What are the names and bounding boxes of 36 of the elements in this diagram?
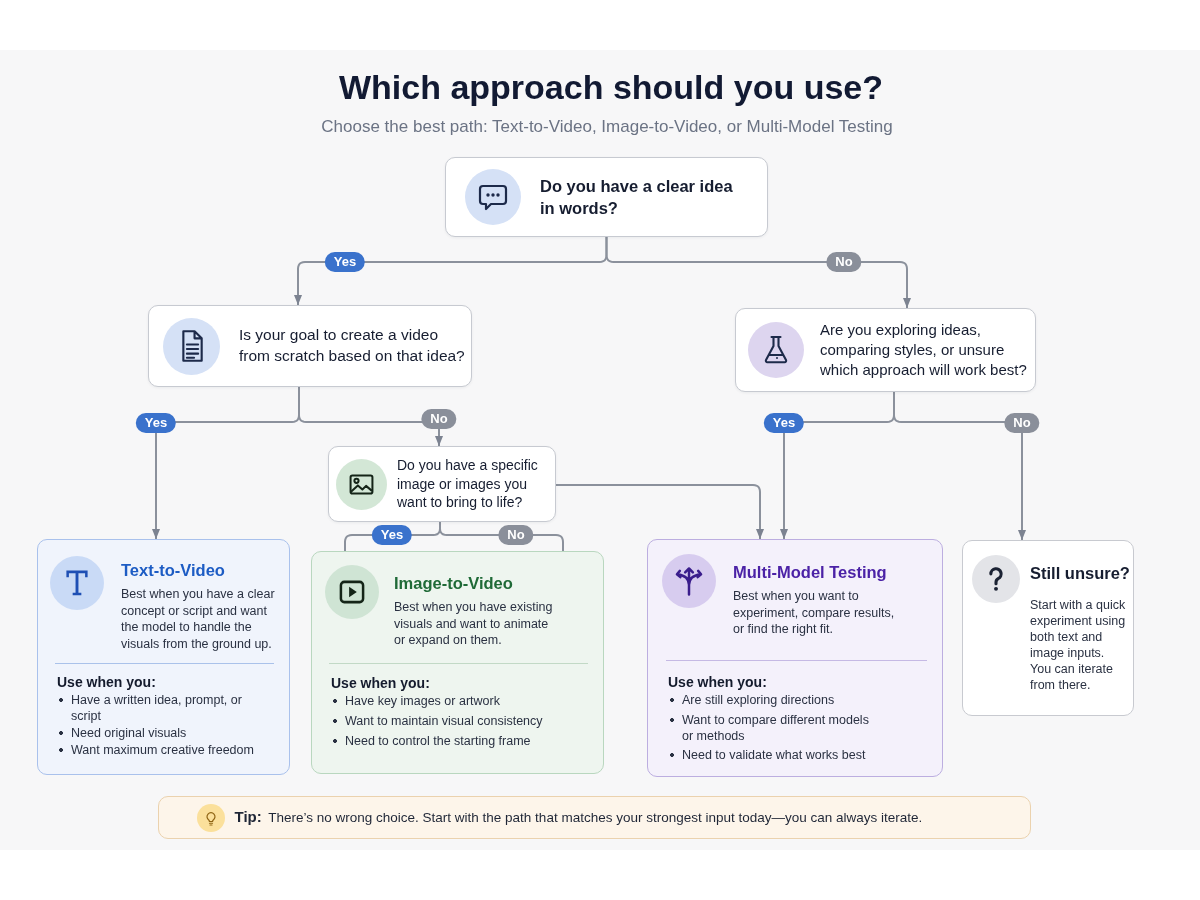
card-description: Best when you have a clear concept or script and want the model to handle the visuals from the ground up. xyxy=(121,586,276,652)
question-text: Is your goal to create a video from scratch based on that idea? xyxy=(239,325,465,366)
title: Which approach should you use? xyxy=(339,67,883,107)
decision-box xyxy=(328,446,556,522)
card-title: Image-to-Video xyxy=(394,573,513,593)
list-item: Are still exploring directions xyxy=(668,692,835,708)
card-description: Best when you have existing visuals and want to animate or expand on them. xyxy=(394,599,554,649)
connector-arrow xyxy=(555,484,764,540)
outcome-card xyxy=(962,540,1134,716)
subtitle: Choose the best path: Text-to-Video, Image-to-Video, or Multi-Model Testing xyxy=(321,116,893,138)
card-title: Text-to-Video xyxy=(121,560,225,580)
tip-banner xyxy=(158,796,1031,839)
outcome-card xyxy=(311,551,604,774)
connector-arrow xyxy=(605,236,911,309)
connector-arrow xyxy=(298,386,443,447)
decision-box xyxy=(148,305,472,387)
decision-box xyxy=(445,157,768,237)
question-text: Are you exploring ideas, comparing styles, or unsure which approach will work best? xyxy=(820,319,1028,381)
list-item: Need original visuals xyxy=(57,725,187,741)
card-title: Multi-Model Testing xyxy=(733,562,887,582)
tip-text: Tip: There’s no wrong choice. Start with the path that matches your strongest input today—you can always iterate. xyxy=(234,808,923,827)
outcome-card xyxy=(37,539,290,775)
outcome-card xyxy=(647,539,943,777)
connector-arrow xyxy=(893,391,1026,541)
list-heading: Use when you: xyxy=(57,673,156,691)
card-description: Start with a quick experiment using both text and image inputs. You can iterate from there. xyxy=(1030,597,1127,693)
list-item: Need to control the starting frame xyxy=(331,733,531,749)
card-description: Best when you want to experiment, compare results, or find the right fit. xyxy=(733,588,896,638)
card-title: Still unsure? xyxy=(1030,563,1130,583)
list-heading: Use when you: xyxy=(668,673,767,691)
list-heading: Use when you: xyxy=(331,674,430,692)
question-text: Do you have a specific image or images you want to bring to life? xyxy=(397,455,539,513)
list-item: Have key images or artwork xyxy=(331,693,500,709)
question-text: Do you have a clear idea in words? xyxy=(540,175,734,219)
list-item: Want to maintain visual consistency xyxy=(331,713,543,729)
decision-box xyxy=(735,308,1036,392)
